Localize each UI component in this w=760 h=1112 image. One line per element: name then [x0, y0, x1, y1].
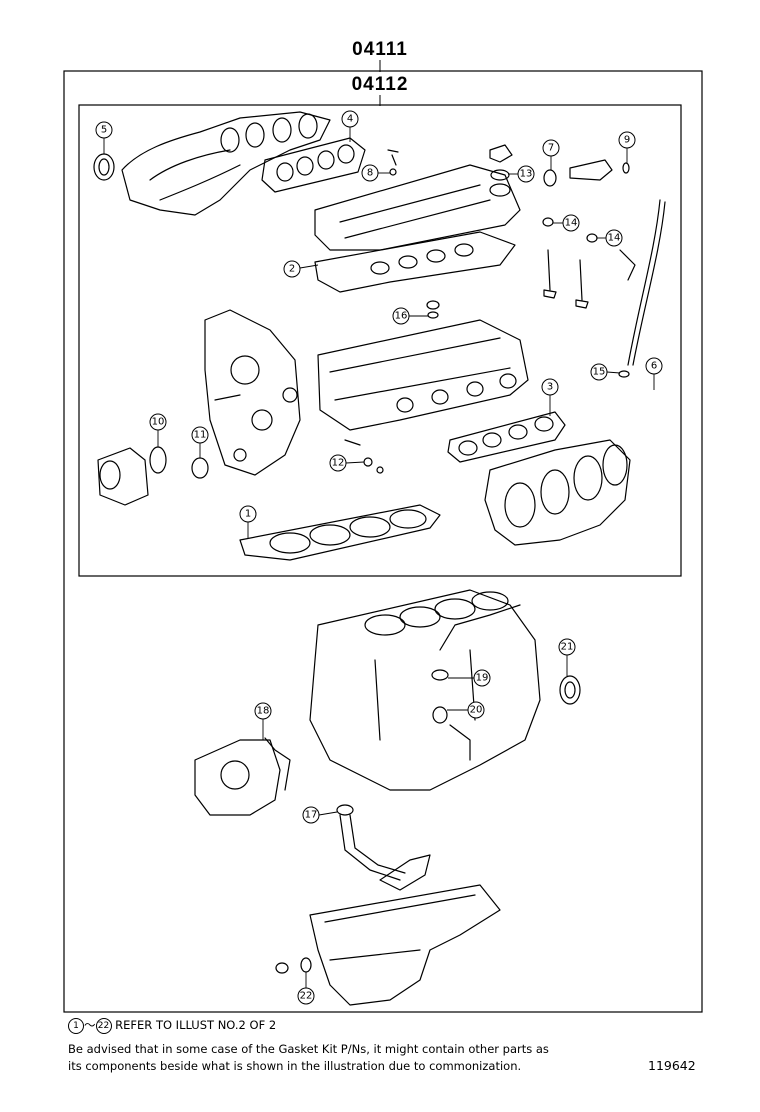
- callout-9-label: 9: [624, 135, 630, 146]
- callout-7[interactable]: [542, 139, 560, 157]
- callout-18-label: 18: [257, 706, 270, 717]
- callout-21-label: 21: [561, 642, 574, 653]
- callout-13[interactable]: [517, 165, 535, 183]
- exhaust-manifold-drawing: [121, 111, 331, 216]
- callout-22-label: 22: [300, 991, 313, 1002]
- valve-cover-gasket-drawing: [314, 231, 516, 293]
- callout-4-label: 4: [347, 114, 353, 125]
- callout-11[interactable]: [191, 426, 209, 444]
- refer-text: REFER TO ILLUST NO.2 OF 2: [115, 1018, 277, 1032]
- callout-14b[interactable]: [605, 229, 623, 247]
- callout-4[interactable]: [341, 110, 359, 128]
- callout-20[interactable]: [467, 701, 485, 719]
- intake-gasket-drawing: [447, 411, 566, 463]
- callout-2[interactable]: [283, 260, 301, 278]
- engine-block-drawing: [309, 589, 541, 791]
- callout-11-label: 11: [194, 430, 207, 441]
- oil-seal-drawing: [93, 153, 115, 181]
- intake-manifold-drawing: [484, 439, 631, 546]
- callout-19-label: 19: [476, 673, 489, 684]
- illustration-id: 119642: [648, 1058, 696, 1073]
- callout-17-label: 17: [305, 810, 318, 821]
- head-gasket-drawing: [239, 504, 441, 561]
- callout-8[interactable]: [361, 164, 379, 182]
- outer-kit-frame: [63, 70, 703, 1013]
- callout-10[interactable]: [149, 413, 167, 431]
- callout-12-label: 12: [332, 458, 345, 469]
- range-start-callout: 1: [68, 1017, 84, 1034]
- callout-9[interactable]: [618, 131, 636, 149]
- outer-kit-number: 04111: [352, 39, 408, 60]
- callout-5-label: 5: [101, 125, 107, 136]
- callout-19[interactable]: [473, 669, 491, 687]
- cylinder-head-drawing: [317, 319, 529, 431]
- oil-pan-drawing: [309, 884, 501, 1006]
- callout-8-label: 8: [367, 168, 373, 179]
- exhaust-gasket-drawing: [261, 137, 366, 193]
- refer-note: 1～22 REFER TO ILLUST NO.2 OF 2: [68, 1017, 276, 1034]
- callout-17[interactable]: [302, 806, 320, 824]
- advisory-line-2: its components beside what is shown in t…: [68, 1059, 522, 1073]
- callout-6-label: 6: [651, 361, 657, 372]
- callout-22[interactable]: [297, 987, 315, 1005]
- advisory-line-1: Be advised that in some case of the Gask…: [68, 1042, 549, 1056]
- callout-16-label: 16: [395, 311, 408, 322]
- callout-12[interactable]: [329, 454, 347, 472]
- callout-13-label: 13: [520, 169, 533, 180]
- callout-7-label: 7: [548, 143, 554, 154]
- callout-10-label: 10: [152, 417, 165, 428]
- callout-21[interactable]: [558, 638, 576, 656]
- inner-kit-frame: [78, 104, 682, 577]
- callout-16[interactable]: [392, 307, 410, 325]
- callout-6[interactable]: [645, 357, 663, 375]
- callout-14a[interactable]: [562, 214, 580, 232]
- callout-18[interactable]: [254, 702, 272, 720]
- callout-3-label: 3: [547, 382, 553, 393]
- callout-2-label: 2: [289, 264, 295, 275]
- callout-15-label: 15: [593, 367, 606, 378]
- inner-kit-number: 04112: [352, 74, 409, 95]
- callout-20-label: 20: [470, 705, 483, 716]
- valve-cover-drawing: [314, 164, 521, 251]
- callout-14b-label: 14: [608, 233, 621, 244]
- range-end-callout: 22: [95, 1017, 112, 1034]
- callout-1[interactable]: [239, 505, 257, 523]
- range-separator: ～: [84, 1018, 96, 1032]
- callout-15[interactable]: [590, 363, 608, 381]
- timing-cover-drawing: [204, 309, 301, 476]
- callout-1-label: 1: [245, 509, 251, 520]
- rear-cover-drawing: [194, 739, 281, 816]
- callout-3[interactable]: [541, 378, 559, 396]
- callout-5[interactable]: [95, 121, 113, 139]
- callout-14a-label: 14: [565, 218, 578, 229]
